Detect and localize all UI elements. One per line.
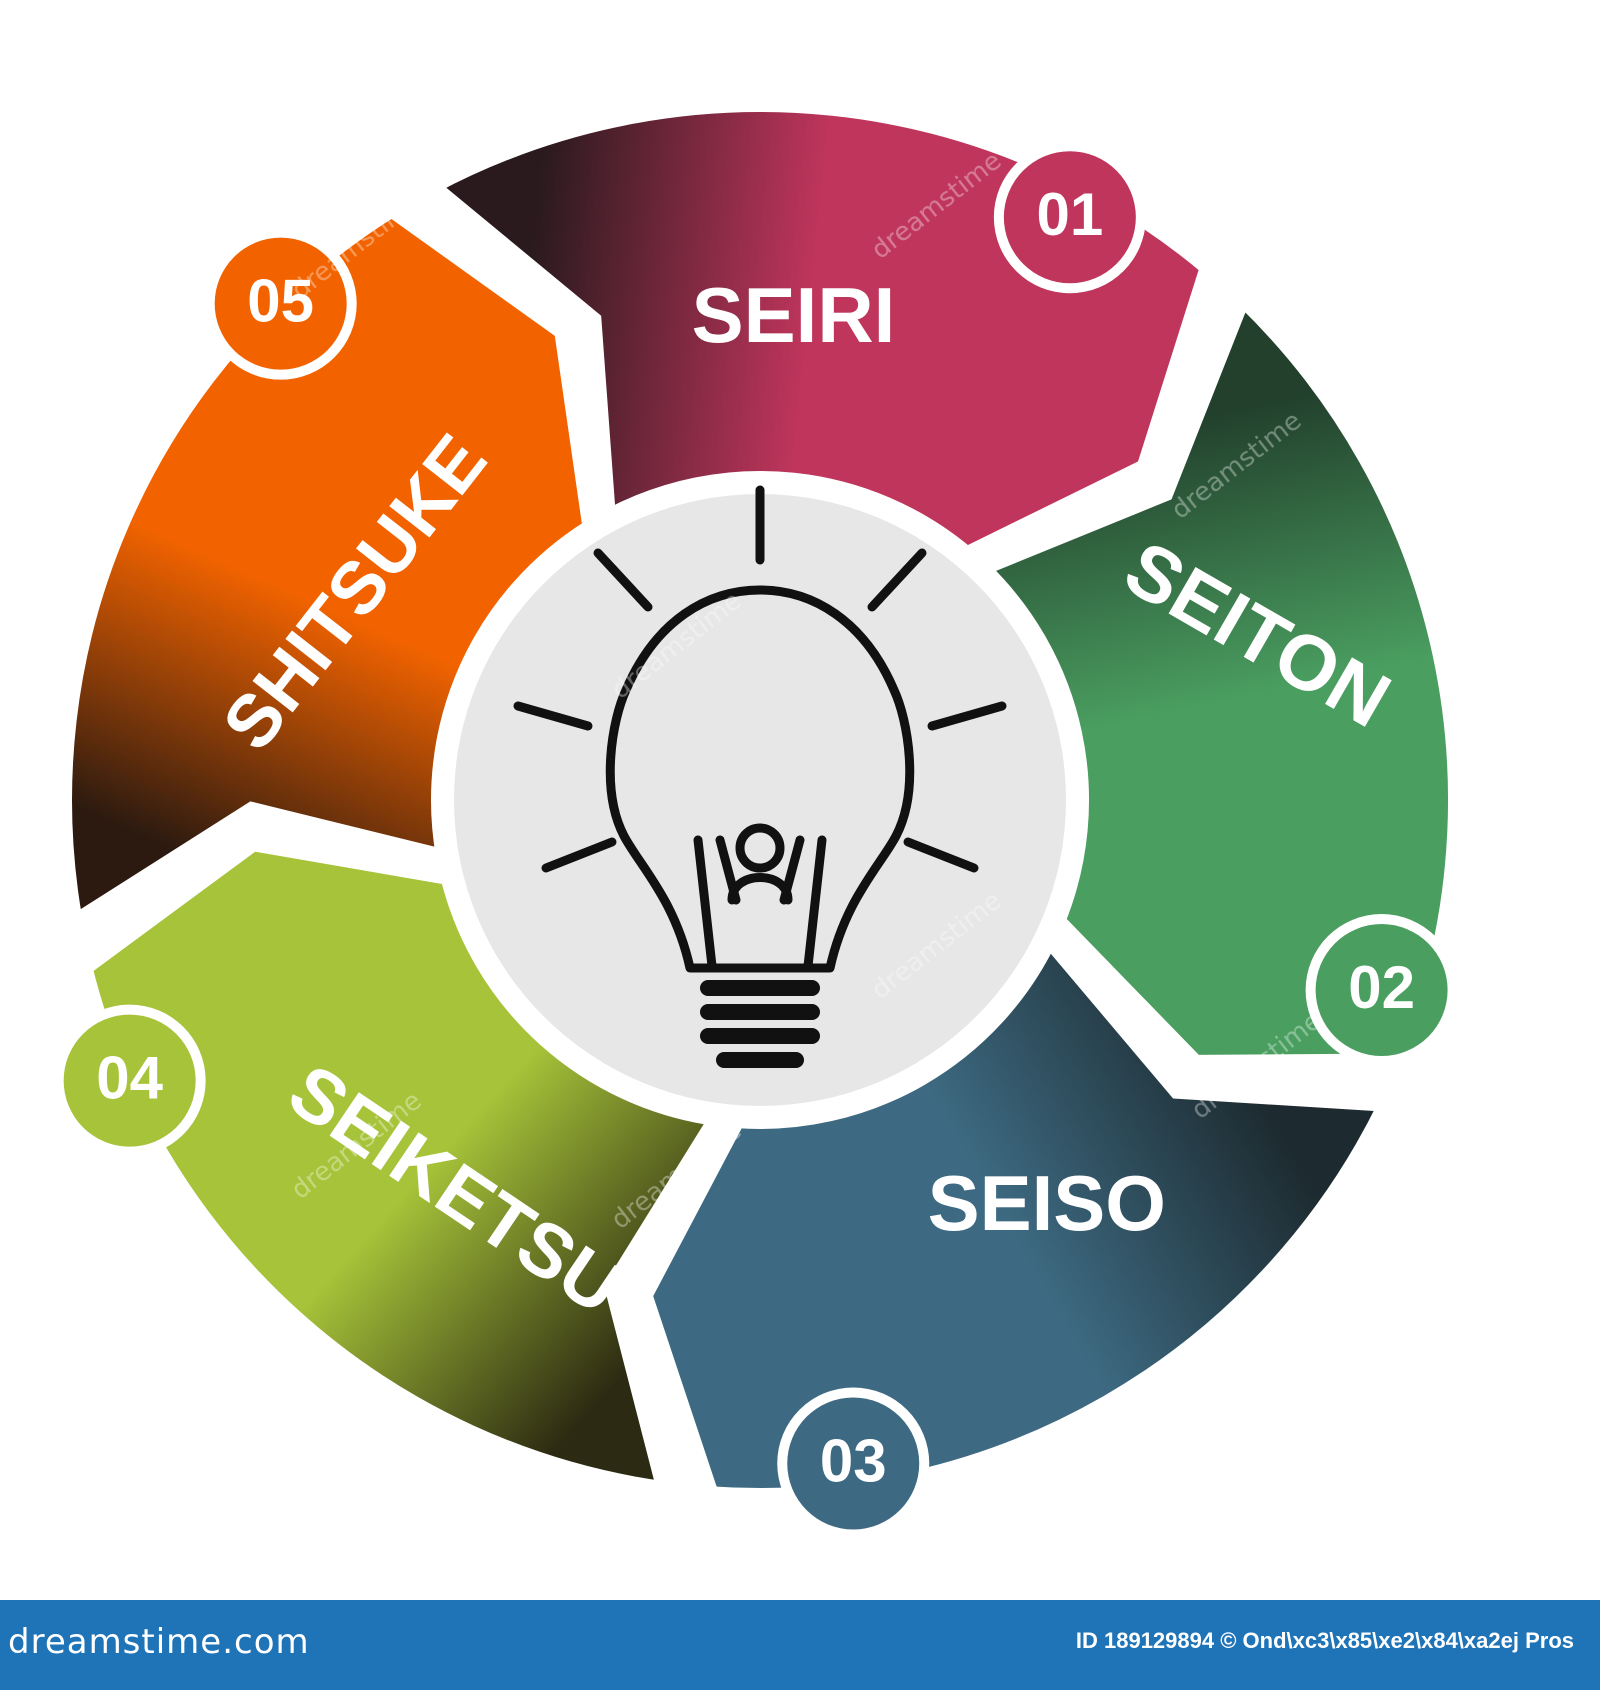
- footer-credit: ID 189129894 © Ond\xc3\x85\xe2\x84\xa2ej…: [1075, 1628, 1574, 1653]
- badge-disc: [787, 1397, 920, 1530]
- step-number-03: 03: [820, 1427, 887, 1494]
- step-number-05: 05: [247, 267, 314, 334]
- badge-disc: [1003, 151, 1136, 284]
- badge-disc: [63, 1014, 196, 1147]
- lightbulb-base: [700, 980, 820, 1068]
- step-badge-01: 01: [993, 141, 1146, 294]
- step-number-badges: 01 02 03 04 05: [53, 141, 1458, 1540]
- lightbulb-icon: [513, 485, 1007, 973]
- step-number-02: 02: [1348, 954, 1415, 1021]
- step-number-04: 04: [96, 1044, 163, 1111]
- center-disc: [454, 494, 1066, 1106]
- step-label-seiso: SEISO: [928, 1159, 1166, 1247]
- footer-bar: dreamstime.com ID 189129894 © Ond\xc3\x8…: [0, 1600, 1600, 1690]
- badge-disc: [1315, 924, 1448, 1057]
- step-number-01: 01: [1036, 181, 1103, 248]
- badge-disc: [214, 237, 347, 370]
- step-badge-04: 04: [53, 1004, 206, 1157]
- step-label-seiri: SEIRI: [692, 271, 896, 359]
- step-badge-03: 03: [777, 1387, 930, 1540]
- step-badge-05: 05: [204, 227, 357, 380]
- segment-seiso: [638, 928, 1396, 1502]
- step-badge-02: 02: [1305, 914, 1458, 1067]
- footer-site-name: dreamstime.com: [8, 1622, 310, 1662]
